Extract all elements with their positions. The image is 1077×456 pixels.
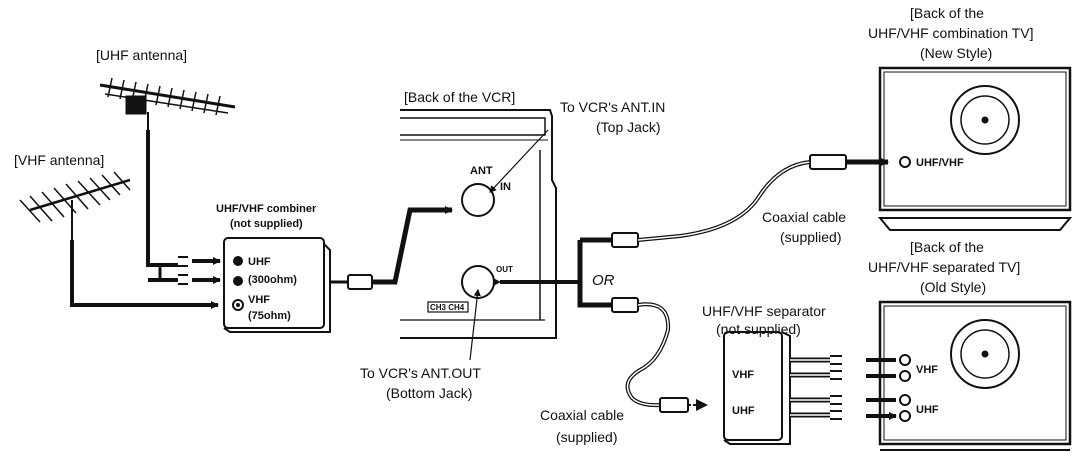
- separator-vhf-label: VHF: [732, 369, 754, 381]
- tv-old-title-line2: UHF/VHF separated TV]: [868, 259, 1020, 275]
- tv-old-style-back: [878, 300, 1072, 451]
- combiner-title-line1: UHF/VHF combiner: [216, 203, 317, 215]
- ant-in-callout-line1: To VCR's ANT.IN: [560, 99, 665, 115]
- uhf-antenna-icon: [99, 77, 236, 130]
- separator-title-line2: (not supplied): [716, 321, 801, 337]
- combiner-uhf-label: UHF: [248, 256, 271, 268]
- vhf-antenna-label: [VHF antenna]: [14, 152, 104, 168]
- combiner-title-line2: (not supplied): [230, 218, 303, 230]
- vhf-antenna-icon: [19, 171, 131, 240]
- tv-new-title-line3: (New Style): [920, 45, 992, 61]
- uhf-antenna-label: [UHF antenna]: [96, 47, 187, 63]
- vcr-ant-label: ANT: [470, 165, 493, 177]
- tv-old-title-line3: (Old Style): [920, 279, 986, 295]
- or-label: OR: [592, 272, 615, 289]
- uhf-vhf-separator: [723, 331, 896, 445]
- separator-title-line1: UHF/VHF separator: [702, 303, 826, 319]
- tv-old-uhf-label: UHF: [916, 404, 939, 416]
- ant-out-callout-line1: To VCR's ANT.OUT: [360, 365, 481, 381]
- uhf-vhf-combiner: UHF (300ohm) VHF (75ohm): [223, 237, 331, 333]
- coax-top-line1: Coaxial cable: [762, 209, 846, 225]
- ant-in-callout-line2: (Top Jack): [596, 119, 661, 135]
- tv-new-title-line2: UHF/VHF combination TV]: [868, 25, 1033, 41]
- ant-out-callout-line2: (Bottom Jack): [386, 385, 472, 401]
- vcr-in-label: IN: [500, 181, 511, 193]
- tv-old-vhf-label: VHF: [916, 364, 938, 376]
- vcr-ch-label: CH3 CH4: [430, 303, 465, 312]
- vcr-back-panel: [400, 109, 557, 339]
- coax-bottom-line2: (supplied): [556, 429, 617, 445]
- combiner-to-vcr-cable: [330, 206, 453, 290]
- combiner-vhf-ohm: (75ohm): [248, 310, 291, 322]
- separator-uhf-label: UHF: [732, 405, 755, 417]
- antenna-feed-cables: [70, 130, 221, 309]
- coax-bottom-line1: Coaxial cable: [540, 407, 624, 423]
- vcr-jack-pointers: [469, 129, 549, 361]
- combiner-vhf-label: VHF: [248, 294, 270, 306]
- combiner-uhf-ohm: (300ohm): [248, 274, 297, 286]
- vcr-title: [Back of the VCR]: [404, 89, 515, 105]
- tv-new-title-line1: [Back of the: [910, 5, 984, 21]
- coax-top-line2: (supplied): [780, 229, 841, 245]
- vcr-output-cables: [493, 154, 889, 413]
- tv-old-title-line1: [Back of the: [910, 239, 984, 255]
- vcr-out-label: OUT: [496, 265, 513, 274]
- tv-new-port-label: UHF/VHF: [916, 157, 964, 169]
- tv-new-style-back: [877, 66, 1073, 231]
